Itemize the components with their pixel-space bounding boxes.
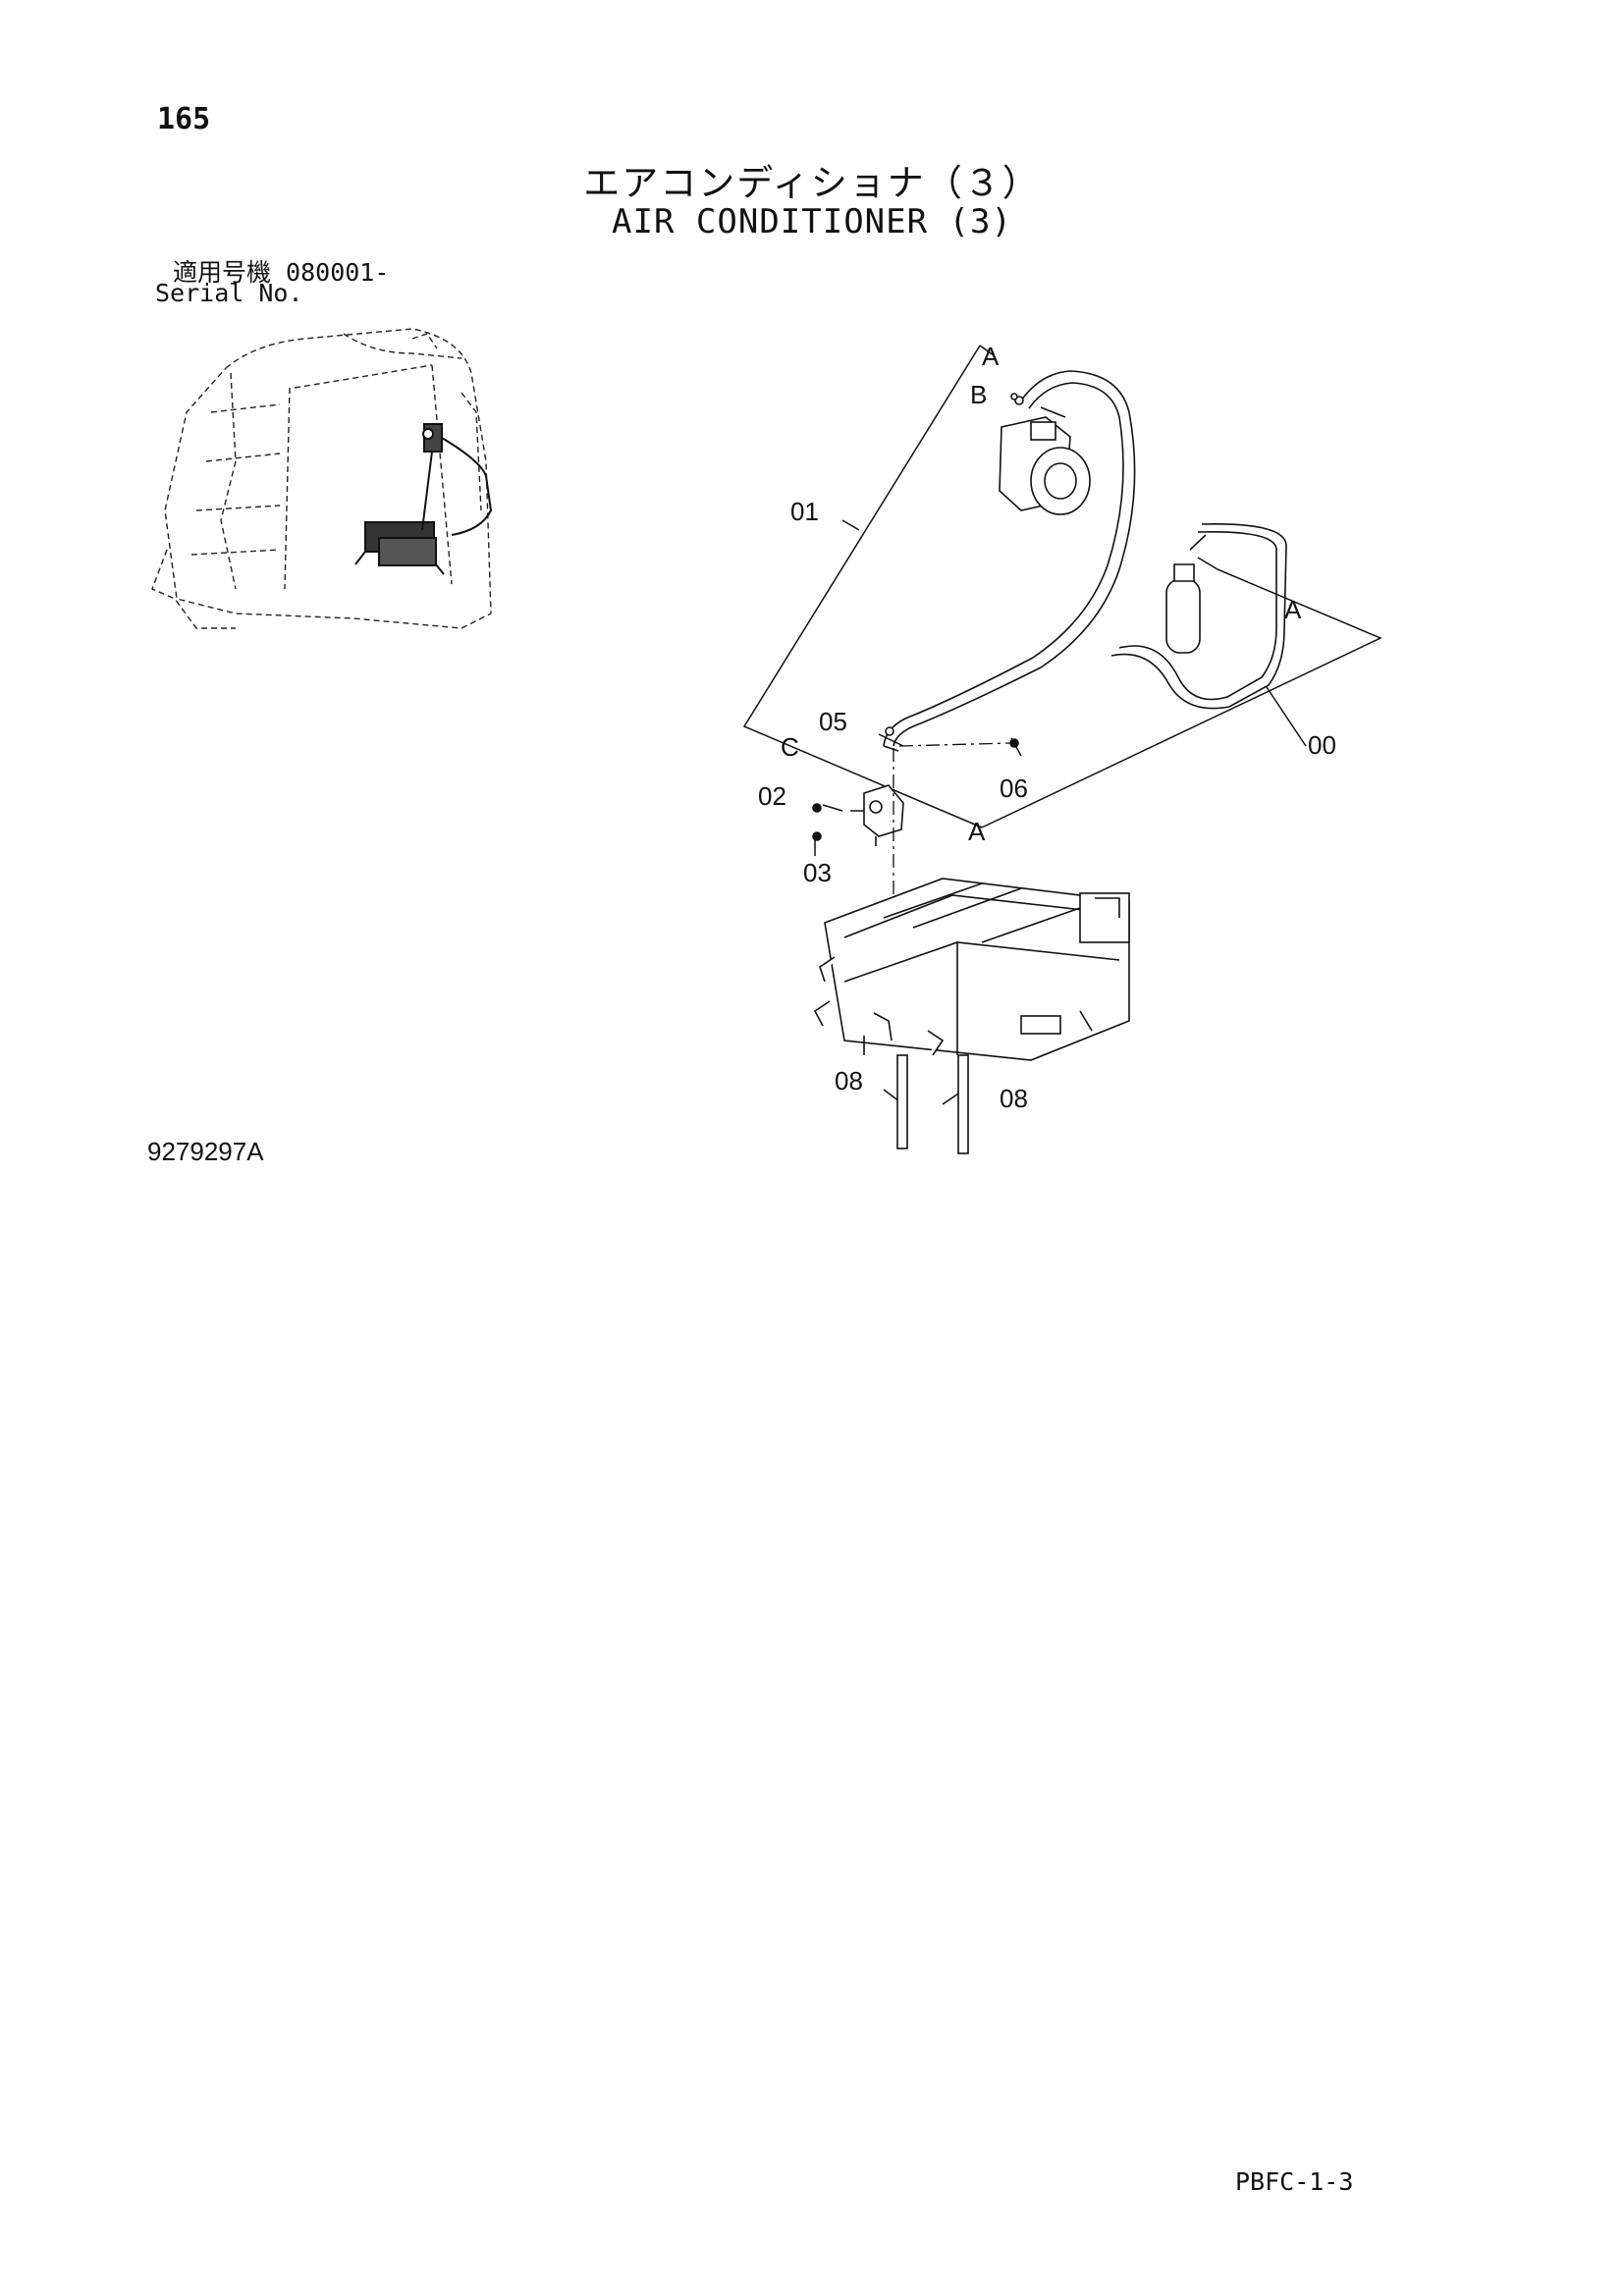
- alignment-guide: [893, 742, 1012, 1031]
- air-conditioner-unit-illustration: [813, 878, 1130, 1061]
- overview-unit: [354, 423, 493, 575]
- drain-hoses: [896, 1054, 969, 1154]
- callout-06: 06: [1000, 774, 1028, 803]
- callout-03: 03: [803, 858, 832, 887]
- callout-08-left: 08: [835, 1066, 863, 1095]
- serial-applicability-label: 適用号機 080001-: [173, 258, 390, 287]
- receiver-dryer-illustration: [1165, 534, 1207, 654]
- callout-ref-a-top: A: [982, 342, 1000, 371]
- page-number: 165: [157, 102, 211, 136]
- callout-labels: A B 01 A 05 00 C 06 02 A 03 08 08: [758, 342, 1336, 1113]
- compressor-illustration: [999, 393, 1091, 515]
- callout-ref-a-bottom: A: [968, 817, 986, 846]
- callout-08-right: 08: [1000, 1084, 1028, 1113]
- callout-01: 01: [790, 497, 819, 526]
- page-code: PBFC-1-3: [1235, 2167, 1354, 2196]
- page-title-japanese: エアコンディショナ（３）: [583, 162, 1041, 204]
- cab-overview-illustration: [151, 328, 492, 629]
- callout-ref-a-right: A: [1284, 595, 1302, 624]
- callout-ref-b: B: [970, 380, 987, 409]
- page-title-english: AIR CONDITIONER (3): [612, 202, 1012, 241]
- callout-ref-c: C: [781, 732, 799, 762]
- callout-05: 05: [819, 707, 847, 736]
- serial-number-label: Serial No.: [155, 279, 303, 307]
- drawing-number: 9279297A: [147, 1137, 264, 1166]
- clamp-bracket-illustration: [812, 726, 1019, 846]
- callout-02: 02: [758, 781, 786, 811]
- callout-00: 00: [1308, 730, 1336, 760]
- refrigerant-hoses: [883, 370, 1287, 747]
